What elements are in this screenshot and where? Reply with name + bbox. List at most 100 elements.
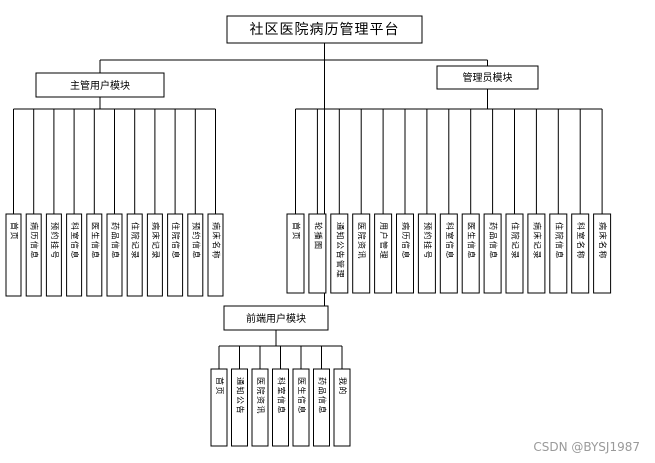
leaf-label: 医生信息 [467,222,477,260]
connector-lines [13,43,603,369]
leaf-label: 病床记录 [151,222,161,260]
leaf-label: 病床名称 [212,222,222,260]
leaf-supervisor: 病床记录 [146,213,163,297]
leaf-box [5,213,22,297]
leaf-label: 我的 [338,377,348,396]
leaf-supervisor: 药品信息 [106,213,123,297]
leaf-box [374,213,393,294]
leaf-box [330,213,349,294]
leaf-admin: 病历信息 [396,213,414,294]
leaf-supervisor: 预约信息 [187,213,204,297]
leaf-supervisor: 病历信息 [25,213,42,297]
leaf-label: 住院信息 [554,222,564,260]
leaf-label: 科室信息 [70,222,80,260]
leaf-admin: 住院信息 [549,213,568,294]
leaf-box [231,368,248,447]
leaf-label: 预约信息 [191,222,201,260]
leaf-label: 药品信息 [318,377,328,415]
leaf-box [417,213,436,294]
leaf-frontend: 通知公告 [231,368,248,447]
leaf-box [126,213,143,297]
leaf-box [286,213,305,294]
leaf-box [272,368,289,447]
leaf-frontend: 首页 [210,368,228,447]
leaf-box [45,213,62,297]
leaf-admin: 首页 [286,213,305,294]
leaf-box [483,213,502,294]
leaf-admin: 轮播图 [308,213,327,294]
leaf-label: 医生信息 [297,377,307,415]
leaf-label: 通知公告管理 [335,222,345,279]
leaf-frontend: 医生信息 [292,368,310,447]
leaf-label: 首页 [215,377,225,396]
leaf-box [333,368,351,447]
leaf-label: 轮播图 [313,222,323,251]
leaf-box [207,213,224,297]
leaf-label: 通知公告 [236,377,246,415]
root-node: 社区医院病历管理平台 [226,15,423,44]
leaf-label: 用户管理 [379,222,389,260]
leaf-box [106,213,123,297]
leaf-label: 科室信息 [277,377,287,415]
leaf-box [505,213,524,294]
leaf-box [352,213,371,294]
leaf-label: 病历信息 [401,222,411,260]
leaf-label: 住院记录 [511,222,521,260]
leaf-supervisor: 预约挂号 [45,213,62,297]
module-admin: 管理员模块 [436,65,539,90]
leaf-nodes: 首页病历信息预约挂号科室信息医生信息药品信息住院记录病床记录住院信息预约信息病床… [5,213,612,447]
leaf-label: 住院信息 [171,222,181,260]
leaf-label: 医生信息 [90,222,100,260]
leaf-admin: 预约挂号 [417,213,436,294]
leaf-label: 预约挂号 [423,222,433,260]
leaf-label: 病床名称 [598,222,608,260]
leaf-label: 病床记录 [532,222,542,260]
leaf-box [292,368,310,447]
leaf-box [527,213,546,294]
leaf-frontend: 我的 [333,368,351,447]
leaf-box [167,213,184,297]
leaf-box [396,213,414,294]
leaf-admin: 通知公告管理 [330,213,349,294]
leaf-supervisor: 首页 [5,213,22,297]
leaf-box [571,213,590,294]
leaf-box [210,368,228,447]
leaf-label: 科室信息 [445,222,455,260]
leaf-frontend: 医院资讯 [251,368,269,447]
leaf-box [549,213,568,294]
module-supervisor: 主管用户模块 [35,72,165,98]
leaf-label: 首页 [10,222,20,241]
leaf-box [308,213,327,294]
leaf-admin: 病床名称 [593,213,612,294]
module-frontend-label: 前端用户模块 [246,312,306,325]
module-frontend: 前端用户模块 [223,305,329,331]
leaf-label: 预约挂号 [50,222,60,260]
leaf-supervisor: 科室信息 [66,213,83,297]
leaf-admin: 医生信息 [461,213,480,294]
leaf-box [593,213,612,294]
leaf-box [146,213,163,297]
leaf-box [66,213,83,297]
leaf-supervisor: 医生信息 [86,213,103,297]
leaf-box [25,213,42,297]
leaf-admin: 住院记录 [505,213,524,294]
leaf-admin: 药品信息 [483,213,502,294]
leaf-frontend: 科室信息 [272,368,289,447]
leaf-label: 药品信息 [489,222,499,260]
leaf-box [86,213,103,297]
leaf-label: 病历信息 [30,222,40,260]
leaf-box [187,213,204,297]
leaf-supervisor: 住院信息 [167,213,184,297]
leaf-frontend: 药品信息 [313,368,330,447]
leaf-admin: 病床记录 [527,213,546,294]
leaf-admin: 用户管理 [374,213,393,294]
leaf-box [461,213,480,294]
leaf-admin: 科室名称 [571,213,590,294]
module-supervisor-label: 主管用户模块 [70,79,130,92]
leaf-supervisor: 病床名称 [207,213,224,297]
leaf-label: 医院资讯 [256,377,266,415]
leaf-box [251,368,269,447]
leaf-box [439,213,458,294]
root-title: 社区医院病历管理平台 [250,22,400,38]
